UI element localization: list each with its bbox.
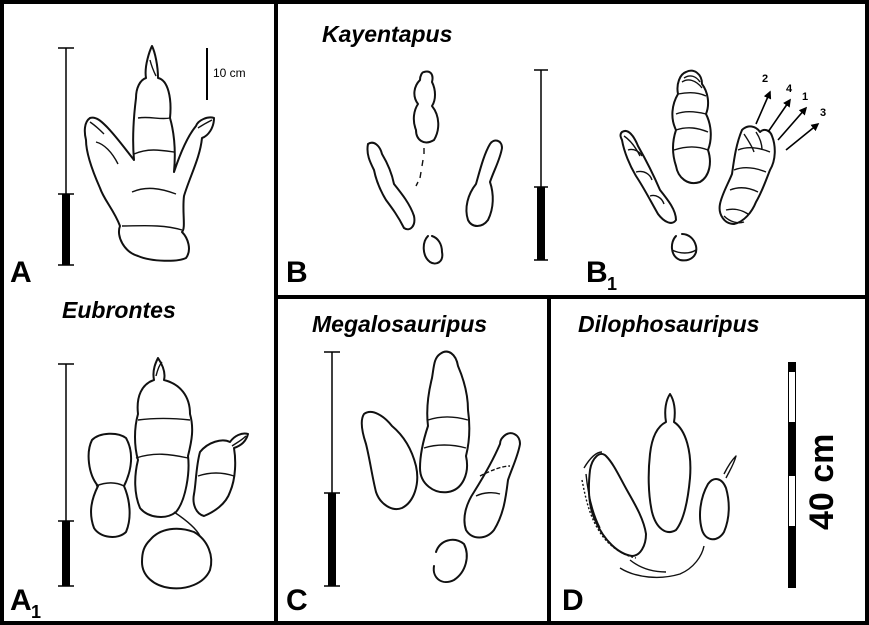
arrow-label-2: 4 (786, 83, 793, 95)
panel-letter-a1: A (10, 584, 32, 617)
panel-subscript-b1: 1 (607, 274, 617, 294)
scale-bar-a (58, 48, 74, 265)
title-kayentapus: Kayentapus (322, 21, 452, 47)
title-eubrontes: Eubrontes (62, 297, 176, 323)
scale-10cm-label: 10 cm (213, 66, 246, 80)
panel-d: Dilophosauripus 40 cm D (562, 311, 841, 617)
footprint-dilophosauripus-d (582, 394, 736, 577)
scale-bar-d: 40 cm (788, 362, 841, 588)
panel-letter-c: C (286, 584, 308, 617)
panel-letter-d: D (562, 584, 584, 617)
panel-letter-b1: B (586, 256, 608, 289)
scale-bar-a1 (58, 364, 74, 586)
panel-a: 10 cm A (10, 46, 246, 289)
panel-letter-a: A (10, 256, 32, 289)
arrow-label-4: 3 (820, 107, 826, 119)
panel-c: Megalosauripus C (286, 311, 520, 617)
scale-bar-c (324, 352, 340, 586)
scale-bar-b (534, 70, 548, 260)
arrow-label-1: 2 (762, 73, 768, 85)
arrow-label-3: 1 (802, 91, 808, 103)
panel-b: Kayentapus B (286, 21, 548, 289)
scale-40cm-label: 40 cm (803, 434, 841, 530)
panel-subscript-a1: 1 (31, 602, 41, 622)
title-dilophosauripus: Dilophosauripus (578, 311, 759, 337)
footprint-kayentapus-b (367, 71, 502, 263)
digit-arrows: 2 4 1 3 (756, 73, 826, 150)
title-megalosauripus: Megalosauripus (312, 311, 487, 337)
footprint-kayentapus-b1 (621, 71, 775, 261)
footprint-megalosauripus-c (362, 352, 520, 582)
footprint-eubrontes-a1 (89, 358, 248, 588)
footprint-eubrontes-a (85, 46, 214, 261)
panel-letter-b: B (286, 256, 308, 289)
panel-a1: Eubrontes A 1 (10, 297, 248, 622)
scale-10cm: 10 cm (207, 48, 246, 100)
panel-b1: 2 4 1 3 B 1 (586, 71, 826, 294)
